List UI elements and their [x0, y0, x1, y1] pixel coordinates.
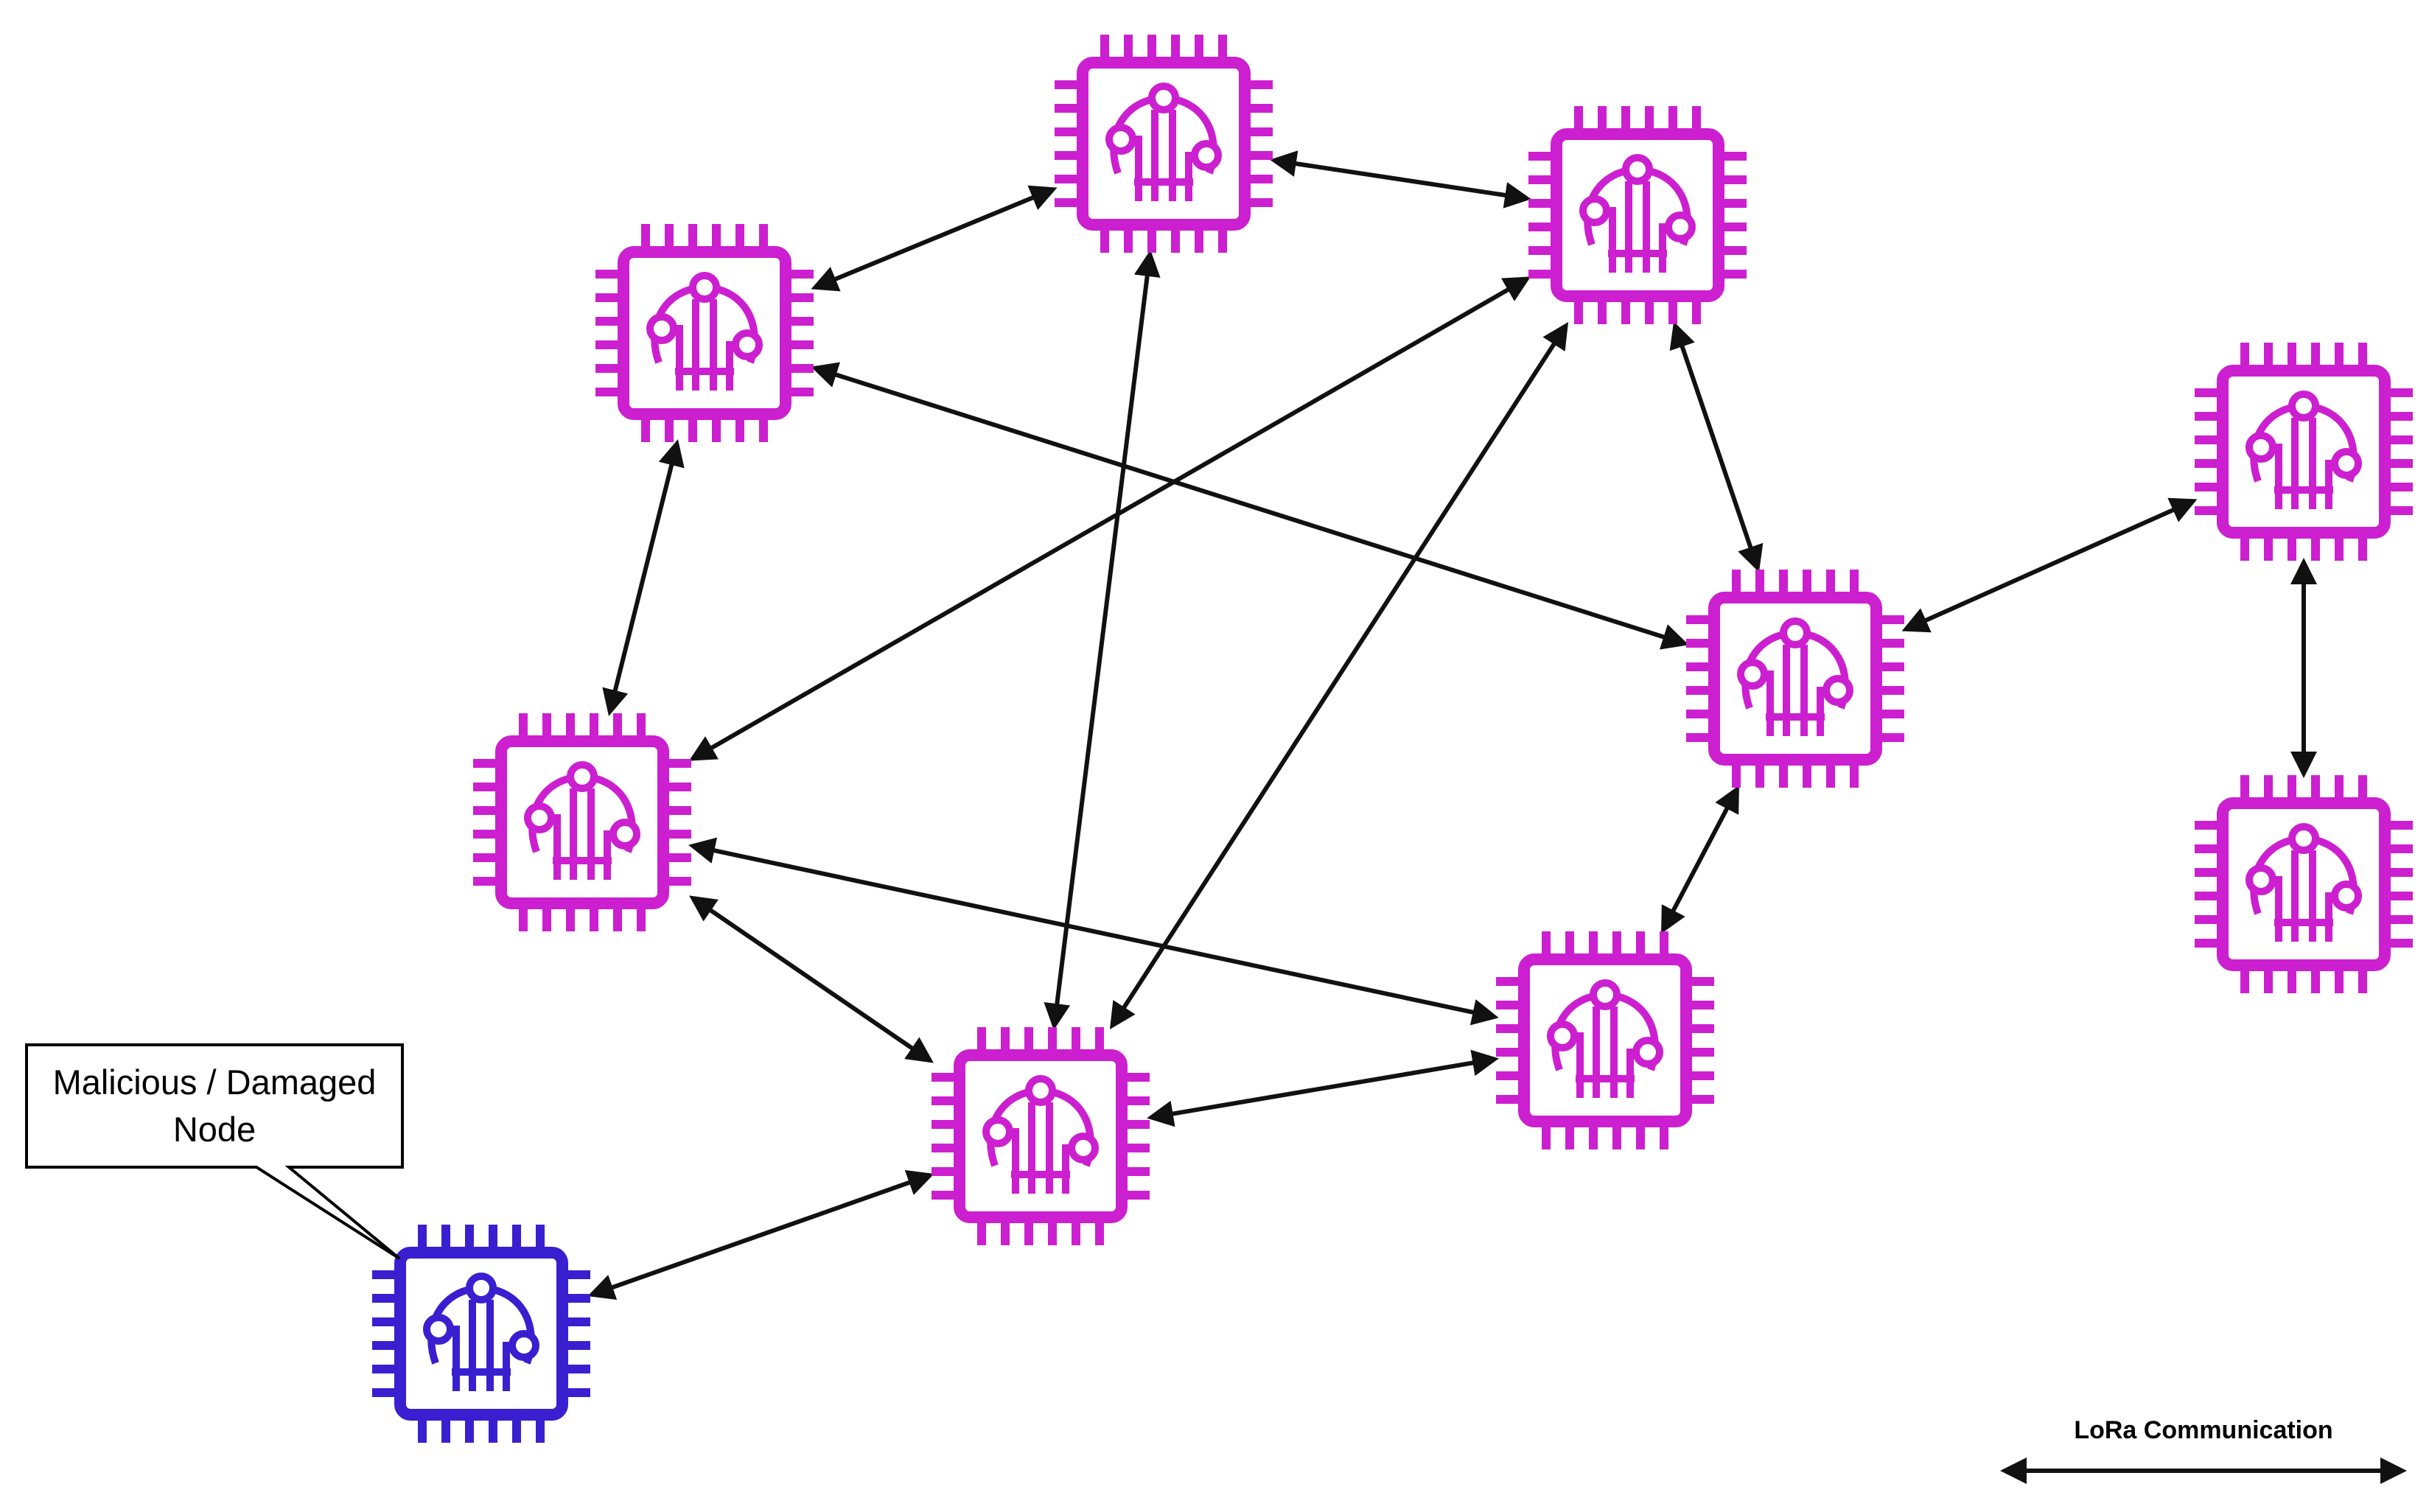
link-n5-n6 — [1901, 497, 2198, 633]
malicious-node-chip-icon — [372, 1225, 590, 1443]
node-chip-icon — [473, 713, 691, 931]
node-chip-icon — [1496, 931, 1714, 1149]
link-n3-n7 — [1109, 321, 1569, 1030]
node-chip-icon — [595, 224, 814, 442]
link-n2-n3 — [1270, 150, 1531, 209]
link-n3-n5 — [1669, 321, 1764, 573]
callout-line-1: Malicious / Damaged — [52, 1063, 377, 1102]
node-chip-icon — [2195, 775, 2413, 993]
node-chip-icon — [932, 1027, 1150, 1245]
link-n7-n11 — [587, 1169, 934, 1301]
malicious-node-callout — [25, 1043, 404, 1260]
callout-text: Malicious / Damaged Node — [27, 1045, 402, 1167]
node-chip-icon — [1055, 35, 1273, 253]
node-chip-icon — [1528, 106, 1747, 324]
link-n1-n4 — [602, 439, 685, 716]
nodes-layer — [372, 35, 2413, 1443]
legend-label: LoRa Communication — [2074, 1416, 2333, 1444]
link-n3-n4 — [688, 276, 1531, 761]
link-n4-n7 — [689, 895, 934, 1063]
callout-line-2: Node — [172, 1110, 256, 1149]
link-n5-n8 — [1661, 785, 1739, 934]
link-n4-n8 — [688, 837, 1499, 1026]
node-chip-icon — [2195, 343, 2413, 561]
node-chip-icon — [1686, 570, 1904, 788]
link-n2-n7 — [1044, 250, 1161, 1030]
link-n1-n2 — [811, 185, 1058, 292]
links-layer — [587, 150, 2317, 1301]
link-n7-n8 — [1147, 1049, 1499, 1127]
link-n1-n5 — [811, 362, 1689, 650]
